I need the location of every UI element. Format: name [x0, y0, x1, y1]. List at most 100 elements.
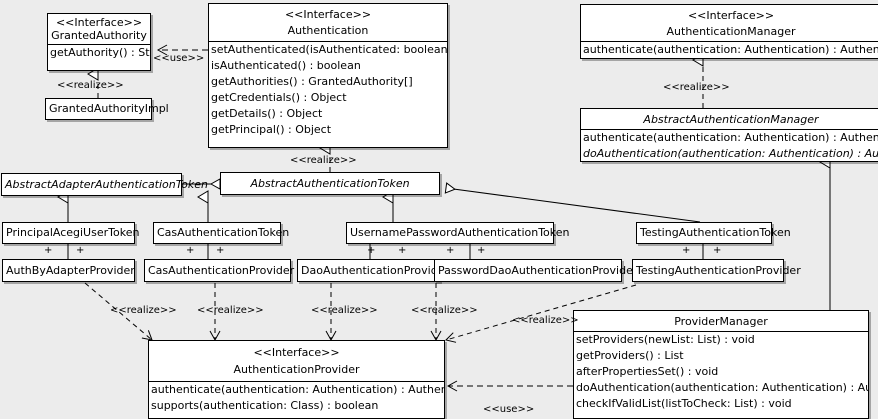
method-item: setProviders(newList: List) : void [576, 333, 755, 346]
methods-compartment: authenticate(authentication: Authenticat… [581, 129, 878, 162]
edge-label-realize-abstract-authentication-manager: <<realize>> [663, 82, 730, 93]
method-item: doAuthentication(authentication: Authent… [576, 381, 868, 394]
class-header: PasswordDaoAuthenticationProvider [435, 260, 638, 279]
method-item: getProviders() : List [576, 349, 684, 362]
class-header: UsernamePasswordAuthenticationToken [347, 223, 570, 241]
method-item: authenticate(authentication: Authenticat… [583, 131, 878, 144]
class-header: AbstractAdapterAuthenticationToken [2, 174, 208, 193]
class-stereotype: <<Interface>> [284, 8, 372, 21]
methods-compartment: authenticate(authentication: Authenticat… [149, 381, 444, 414]
class-dao-authentication-provider[interactable]: DaoAuthenticationProvider [297, 259, 449, 282]
association-marker-plus: + [477, 245, 486, 256]
class-authentication[interactable]: <<Interface>> Authentication setAuthenti… [208, 3, 448, 148]
class-header: DaoAuthenticationProvider [298, 260, 449, 279]
association-marker-plus: + [76, 245, 85, 256]
method-item: supports(authentication: Class) : boolea… [151, 399, 379, 412]
methods-compartment: authenticate(authentication: Authenticat… [581, 41, 878, 58]
class-granted-authority-impl[interactable]: GrantedAuthorityImpl [45, 98, 169, 120]
class-authentication-manager[interactable]: <<Interface>> AuthenticationManager auth… [580, 4, 878, 59]
class-name: DaoAuthenticationProvider [301, 264, 449, 277]
class-granted-authority[interactable]: <<Interface>> GrantedAuthority getAuthor… [47, 13, 151, 71]
class-name: AuthenticationProvider [233, 363, 360, 376]
class-name: AuthenticationManager [666, 25, 796, 38]
class-name: GrantedAuthorityImpl [49, 102, 169, 115]
method-item: authenticate(authentication: Authenticat… [583, 43, 878, 56]
association-marker-plus: + [682, 245, 691, 256]
method-item: getAuthorities() : GrantedAuthority[] [211, 75, 413, 88]
method-item: authenticate(authentication: Authenticat… [151, 383, 444, 396]
class-principal-acegi-user-token[interactable]: PrincipalAcegiUserToken [2, 222, 140, 244]
class-abstract-authentication-manager[interactable]: AbstractAuthenticationManager authentica… [580, 108, 878, 162]
association-marker-plus: + [44, 245, 53, 256]
association-marker-plus: + [398, 245, 407, 256]
edge-label-realize-testing-authentication-provider: <<realize>> [512, 315, 579, 326]
method-item: getAuthority() : String [50, 46, 150, 59]
methods-compartment: getAuthority() : String [48, 44, 150, 61]
class-name: AbstractAdapterAuthenticationToken [5, 178, 208, 191]
edge-label-use-provider-manager: <<use>> [483, 404, 535, 415]
class-header: AbstractAuthenticationToken [221, 173, 439, 192]
class-cas-authentication-provider[interactable]: CasAuthenticationProvider [144, 259, 295, 282]
class-testing-authentication-token[interactable]: TestingAuthenticationToken [636, 222, 791, 244]
class-name: AuthByAdapterProvider [6, 264, 135, 277]
class-header: <<Interface>> AuthenticationProvider [149, 341, 444, 381]
class-header: <<Interface>> GrantedAuthority [48, 14, 150, 44]
class-header: ProviderManager [574, 311, 868, 331]
methods-compartment: setProviders(newList: List) : void getPr… [574, 331, 868, 412]
edge-label-use-granted-authority: <<use>> [153, 53, 205, 64]
class-header: TestingAuthenticationToken [637, 223, 791, 241]
class-header: CasAuthenticationProvider [145, 260, 295, 279]
methods-compartment: setAuthenticated(isAuthenticated: boolea… [209, 41, 447, 138]
class-header: CasAuthenticationToken [154, 223, 290, 241]
class-header: <<Interface>> Authentication [209, 4, 447, 41]
class-header: PrincipalAcegiUserToken [3, 223, 140, 241]
class-name: CasAuthenticationProvider [148, 264, 295, 277]
class-abstract-adapter-authentication-token[interactable]: AbstractAdapterAuthenticationToken [1, 173, 208, 196]
class-cas-authentication-token[interactable]: CasAuthenticationToken [153, 222, 290, 244]
class-name: AbstractAuthenticationManager [643, 113, 819, 126]
association-marker-plus: + [186, 245, 195, 256]
class-name: CasAuthenticationToken [157, 226, 290, 239]
edge-label-realize-abstract-authentication-token: <<realize>> [290, 155, 357, 166]
method-item: getPrincipal() : Object [211, 123, 332, 136]
class-name: Authentication [287, 24, 369, 37]
class-authentication-provider[interactable]: <<Interface>> AuthenticationProvider aut… [148, 340, 445, 419]
class-name: TestingAuthenticationToken [640, 226, 791, 239]
class-name: ProviderManager [674, 315, 768, 328]
class-username-password-authentication-token[interactable]: UsernamePasswordAuthenticationToken [346, 222, 570, 244]
association-marker-plus: + [713, 245, 722, 256]
class-password-dao-authentication-provider[interactable]: PasswordDaoAuthenticationProvider [434, 259, 638, 282]
method-item: checkIfValidList(listToCheck: List) : vo… [576, 397, 792, 410]
class-stereotype: <<Interface>> [687, 9, 775, 22]
method-item: afterPropertiesSet() : void [576, 365, 719, 378]
edge-label-realize-granted-authority-impl: <<realize>> [57, 80, 124, 91]
class-stereotype: <<Interface>> [55, 16, 143, 29]
class-header: GrantedAuthorityImpl [46, 99, 169, 117]
class-header: AuthByAdapterProvider [3, 260, 135, 279]
edge-label-realize-auth-by-adapter-provider: <<realize>> [110, 305, 177, 316]
association-marker-plus: + [446, 245, 455, 256]
association-marker-plus: + [216, 245, 225, 256]
method-item: isAuthenticated() : boolean [211, 59, 361, 72]
edge-label-realize-cas-authentication-provider: <<realize>> [197, 305, 264, 316]
class-provider-manager[interactable]: ProviderManager setProviders(newList: Li… [573, 310, 869, 419]
method-item: getCredentials() : Object [211, 91, 347, 104]
method-item: getDetails() : Object [211, 107, 323, 120]
class-name: TestingAuthenticationProvider [636, 264, 801, 277]
class-name: PasswordDaoAuthenticationProvider [438, 264, 638, 277]
class-name: AbstractAuthenticationToken [250, 177, 410, 190]
method-item: setAuthenticated(isAuthenticated: boolea… [211, 43, 447, 56]
edge-label-realize-dao-authentication-provider: <<realize>> [311, 305, 378, 316]
class-abstract-authentication-token[interactable]: AbstractAuthenticationToken [220, 172, 440, 195]
class-stereotype: <<Interface>> [253, 346, 340, 359]
class-header: AbstractAuthenticationManager [581, 109, 878, 129]
association-marker-plus: + [367, 245, 376, 256]
class-name: PrincipalAcegiUserToken [6, 226, 140, 239]
method-item: doAuthentication(authentication: Authent… [583, 147, 878, 160]
edge-label-realize-password-dao-authentication-provider: <<realize>> [411, 305, 478, 316]
class-name: UsernamePasswordAuthenticationToken [350, 226, 570, 239]
class-auth-by-adapter-provider[interactable]: AuthByAdapterProvider [2, 259, 135, 282]
class-name: GrantedAuthority [51, 29, 147, 42]
class-testing-authentication-provider[interactable]: TestingAuthenticationProvider [632, 259, 801, 282]
